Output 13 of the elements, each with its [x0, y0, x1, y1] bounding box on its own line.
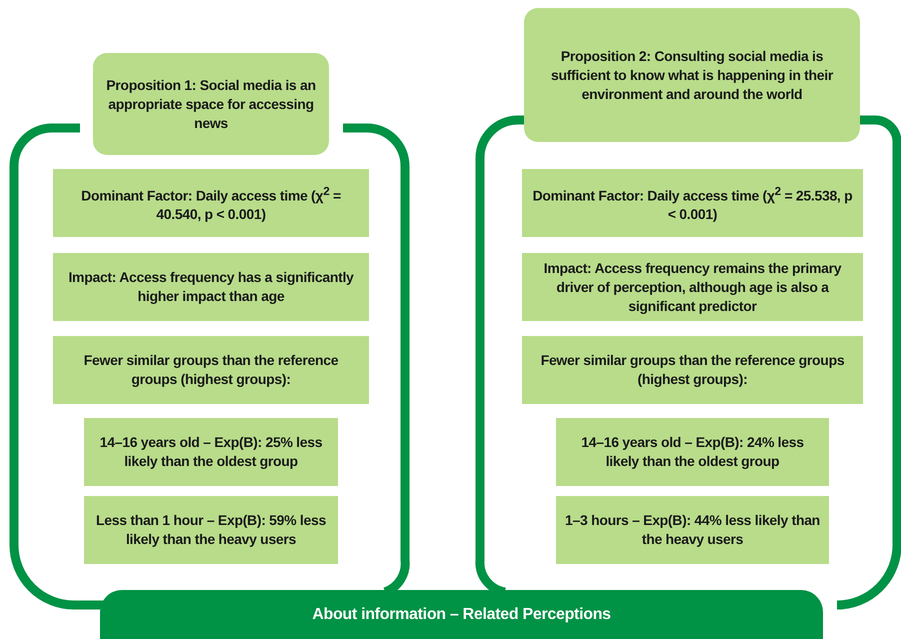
info-box: Dominant Factor: Daily access time (χ$^{2}$ = 40.540, p < 0.001)	[53, 169, 369, 237]
info-box: Less than 1 hour – Exp(B): 59% less likely than the heavy users	[84, 496, 338, 564]
info-box: Fewer similar groups than the reference groups (highest groups):	[53, 336, 369, 404]
info-box: 14–16 years old – Exp(B): 24% less likely than the oldest group	[556, 418, 829, 486]
proposition-box: Proposition 1: Social media is an appropriate space for accessing news	[93, 53, 329, 155]
info-box: Impact: Access frequency has a significantly higher impact than age	[53, 253, 369, 321]
info-box: Fewer similar groups than the reference groups (highest groups):	[522, 336, 863, 404]
info-box: 1–3 hours – Exp(B): 44% less likely than the heavy users	[556, 496, 829, 564]
info-box: Impact: Access frequency remains the primary driver of perception, although age is also a significant predictor	[522, 253, 863, 321]
info-box: Dominant Factor: Daily access time (χ$^{2}$ = 25.538, p < 0.001)	[522, 169, 863, 237]
proposition-box: Proposition 2: Consulting social media is sufficient to know what is happening in their environment and around the world	[524, 8, 860, 142]
info-box: 14–16 years old – Exp(B): 25% less likely than the oldest group	[84, 418, 338, 486]
title-bar: About information – Related Perceptions	[100, 590, 823, 639]
